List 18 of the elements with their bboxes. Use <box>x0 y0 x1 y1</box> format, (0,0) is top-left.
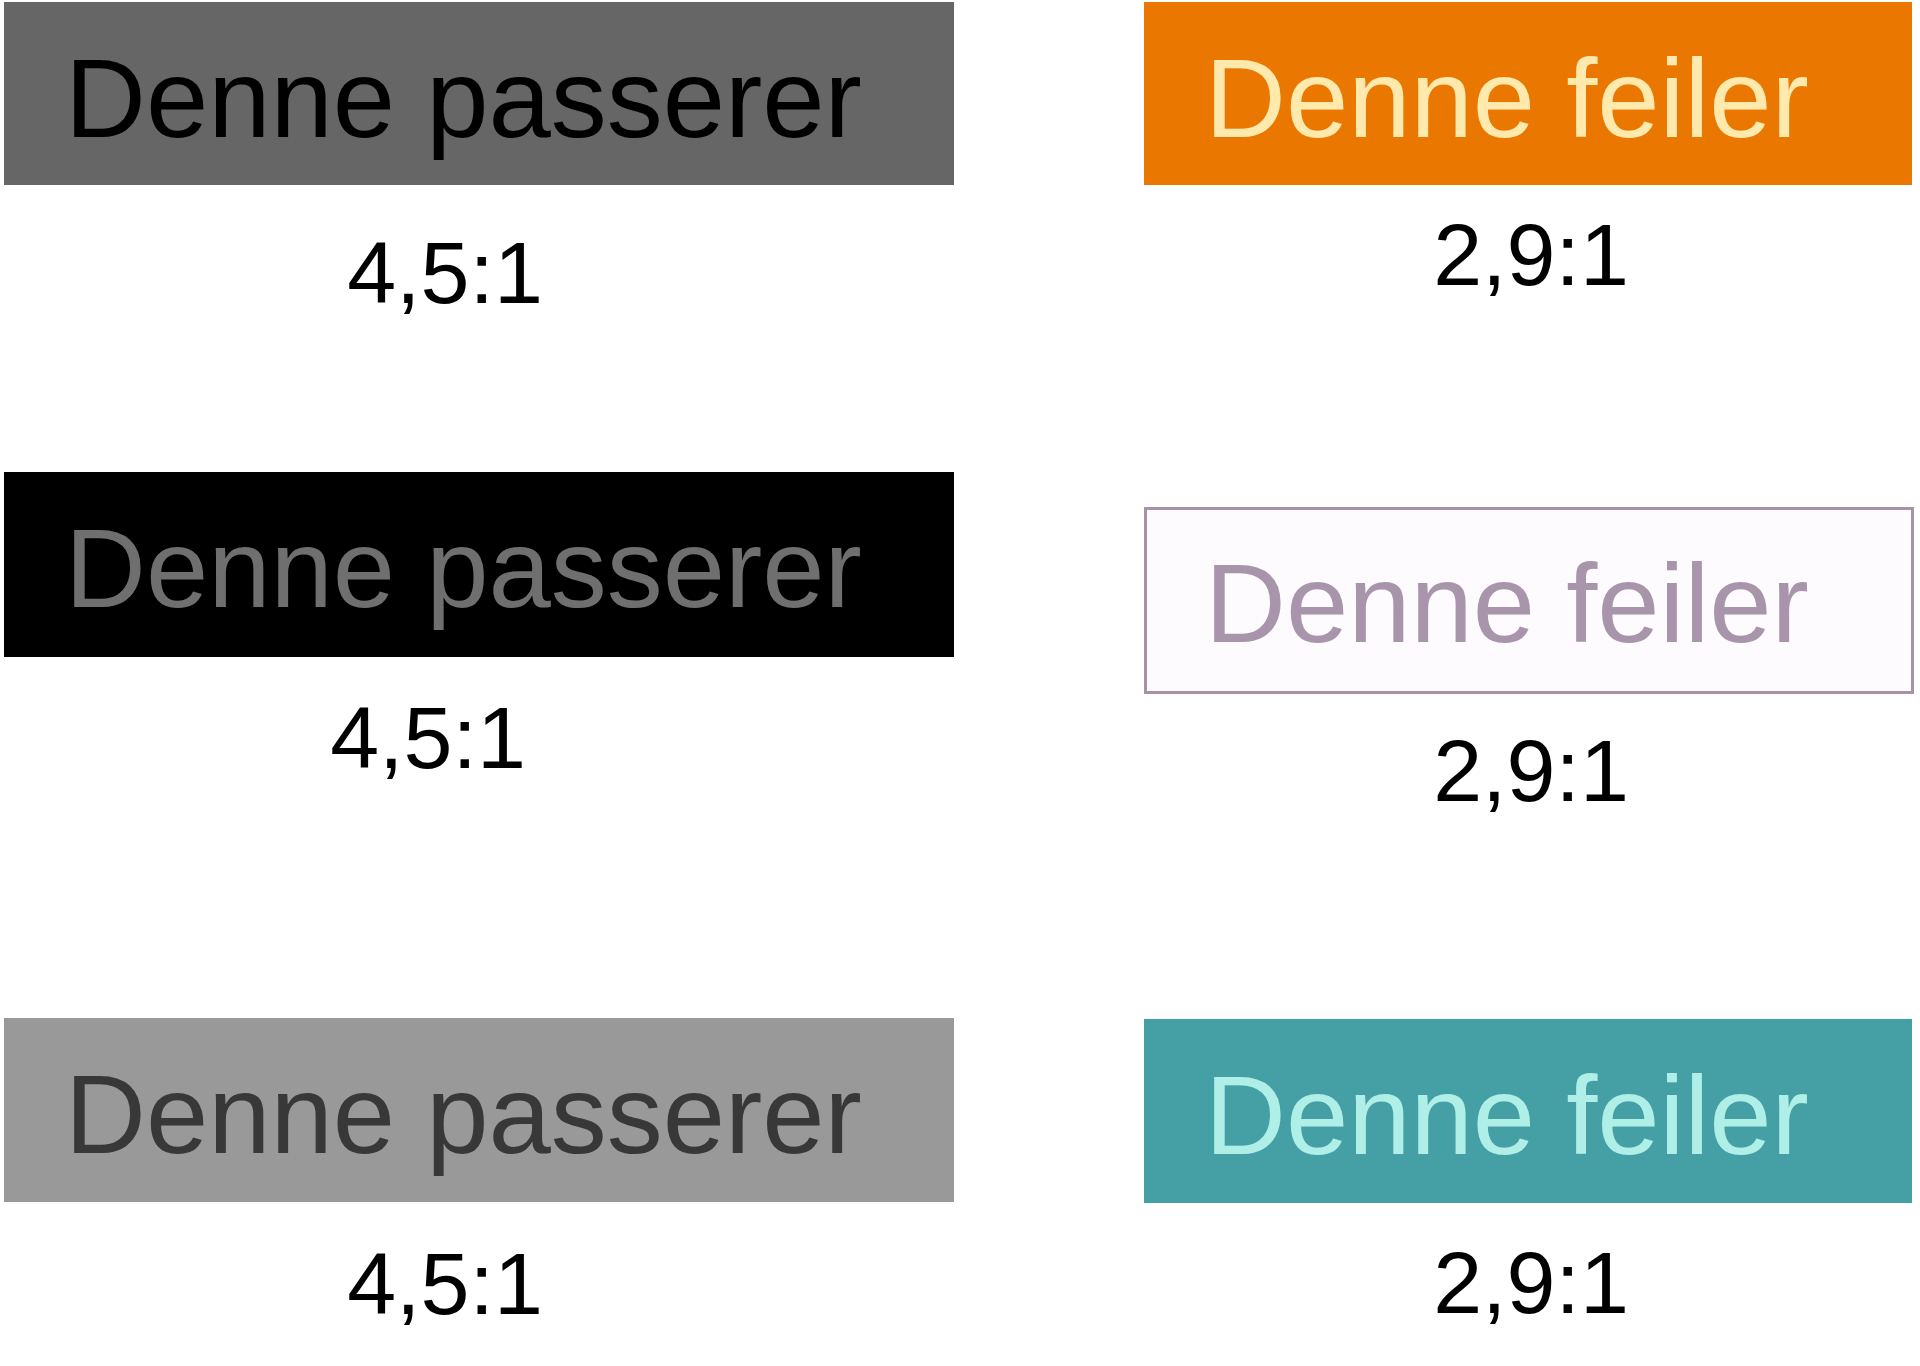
sample-text: Denne feiler <box>1205 1052 1809 1180</box>
sample-text: Denne passerer <box>65 1051 862 1179</box>
color-sample-box <box>4 2 954 185</box>
sample-text: Denne feiler <box>1205 35 1809 163</box>
contrast-ratio: 2,9:1 <box>1433 720 1629 822</box>
color-sample-box <box>4 1018 954 1202</box>
contrast-ratio: 2,9:1 <box>1433 1232 1629 1334</box>
sample-text: Denne passerer <box>65 35 862 163</box>
color-sample-box <box>1144 1019 1912 1203</box>
color-sample-box <box>4 472 954 657</box>
sample-text: Denne feiler <box>1205 540 1809 668</box>
sample-text: Denne passerer <box>65 505 862 633</box>
contrast-ratio: 4,5:1 <box>347 222 543 324</box>
color-sample-box <box>1144 507 1914 694</box>
contrast-ratio: 2,9:1 <box>1433 204 1629 306</box>
color-sample-box <box>1144 2 1912 185</box>
contrast-ratio: 4,5:1 <box>347 1233 543 1335</box>
contrast-ratio: 4,5:1 <box>330 687 526 789</box>
